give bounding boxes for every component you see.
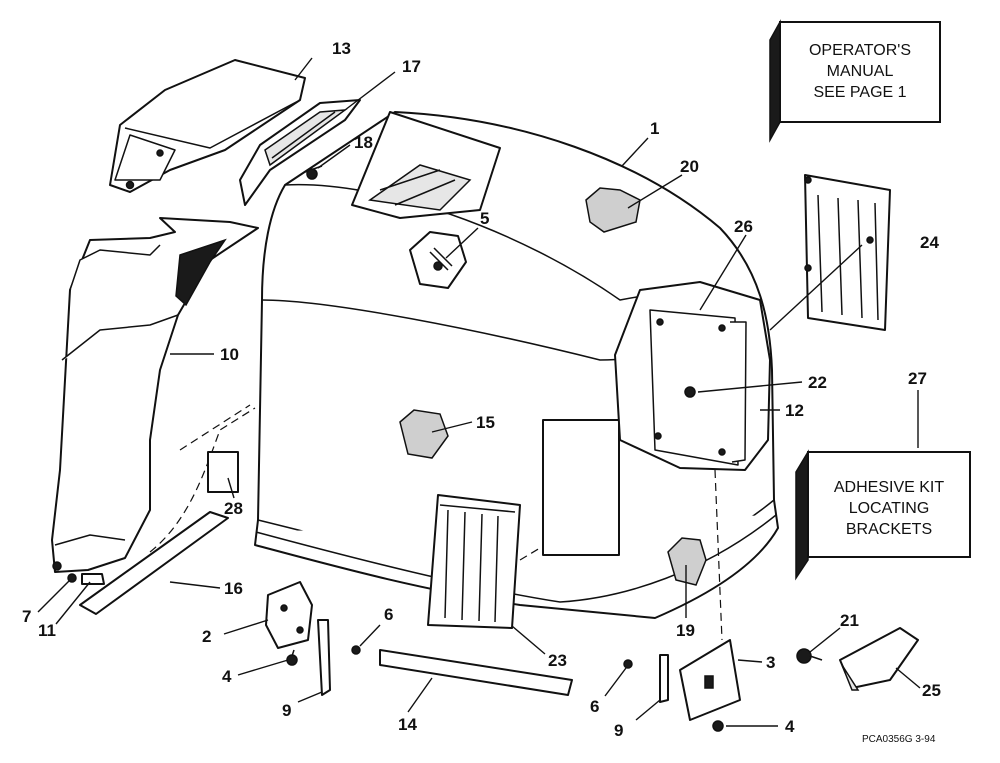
callout-21: 21 — [840, 611, 859, 630]
callout-7: 7 — [22, 607, 31, 626]
grommet-5 — [409, 231, 467, 289]
grille-24 — [804, 174, 891, 331]
adhesive-kit-box: ADHESIVE KIT LOCATING BRACKETS — [795, 449, 971, 581]
callout-5: 5 — [480, 209, 489, 228]
pad-20 — [585, 187, 641, 233]
callout-9: 9 — [614, 721, 623, 740]
callout-6: 6 — [590, 697, 599, 716]
operators-manual-line2: MANUAL — [827, 63, 894, 80]
callout-18: 18 — [354, 133, 373, 152]
callout-24: 24 — [920, 233, 939, 252]
callout-26: 26 — [734, 217, 753, 236]
fastener-7-11 — [67, 573, 105, 585]
callout-10: 10 — [220, 345, 239, 364]
screw-21 — [796, 648, 823, 664]
adhesive-kit-line1: ADHESIVE KIT — [834, 479, 944, 496]
callout-25: 25 — [922, 681, 941, 700]
cap-25 — [839, 627, 919, 691]
callout-13: 13 — [332, 39, 351, 58]
seal-strip-16 — [79, 451, 239, 615]
callout-2: 2 — [202, 627, 211, 646]
leader-lines — [37, 57, 921, 727]
adhesive-kit-line3: BRACKETS — [846, 521, 932, 538]
callout-28: 28 — [224, 499, 243, 518]
callout-20: 20 — [680, 157, 699, 176]
clip-9b — [659, 654, 669, 703]
clip-9a — [317, 619, 331, 696]
callout-14: 14 — [398, 715, 417, 734]
callout-22: 22 — [808, 373, 827, 392]
callout-15: 15 — [476, 413, 495, 432]
bracket-3 — [679, 639, 741, 732]
vent-grille — [239, 99, 361, 206]
grille-23 — [427, 494, 541, 629]
callout-12: 12 — [785, 401, 804, 420]
bracket-2 — [265, 581, 313, 666]
seal-strip-14 — [379, 649, 573, 696]
operators-manual-line1: OPERATOR'S — [809, 42, 911, 59]
callout-9: 9 — [282, 701, 291, 720]
callout-19: 19 — [676, 621, 695, 640]
callout-4: 4 — [785, 717, 795, 736]
callout-1: 1 — [650, 119, 659, 138]
callout-23: 23 — [548, 651, 567, 670]
callout-3: 3 — [766, 653, 775, 672]
callout-4: 4 — [222, 667, 232, 686]
callout-6: 6 — [384, 605, 393, 624]
access-panel — [614, 281, 771, 471]
drawing-code: PCA0356G 3-94 — [862, 734, 936, 745]
pad-15 — [399, 409, 449, 459]
screw-6b — [623, 659, 633, 669]
motor-cover — [149, 111, 779, 619]
callout-16: 16 — [224, 579, 243, 598]
operators-manual-line3: SEE PAGE 1 — [813, 84, 906, 101]
pad-19 — [667, 537, 707, 586]
callout-27: 27 — [908, 369, 927, 388]
operators-manual-box: OPERATOR'S MANUAL SEE PAGE 1 — [769, 19, 941, 143]
side-chap — [51, 217, 259, 573]
callout-numbers: 1 2 3 4 4 5 6 6 7 9 9 10 11 12 13 14 15 … — [22, 39, 941, 740]
callout-11: 11 — [38, 621, 56, 640]
adhesive-kit-line2: LOCATING — [849, 500, 930, 517]
callout-17: 17 — [402, 57, 421, 76]
intake-cover — [109, 59, 306, 193]
screw-6a — [351, 645, 361, 655]
